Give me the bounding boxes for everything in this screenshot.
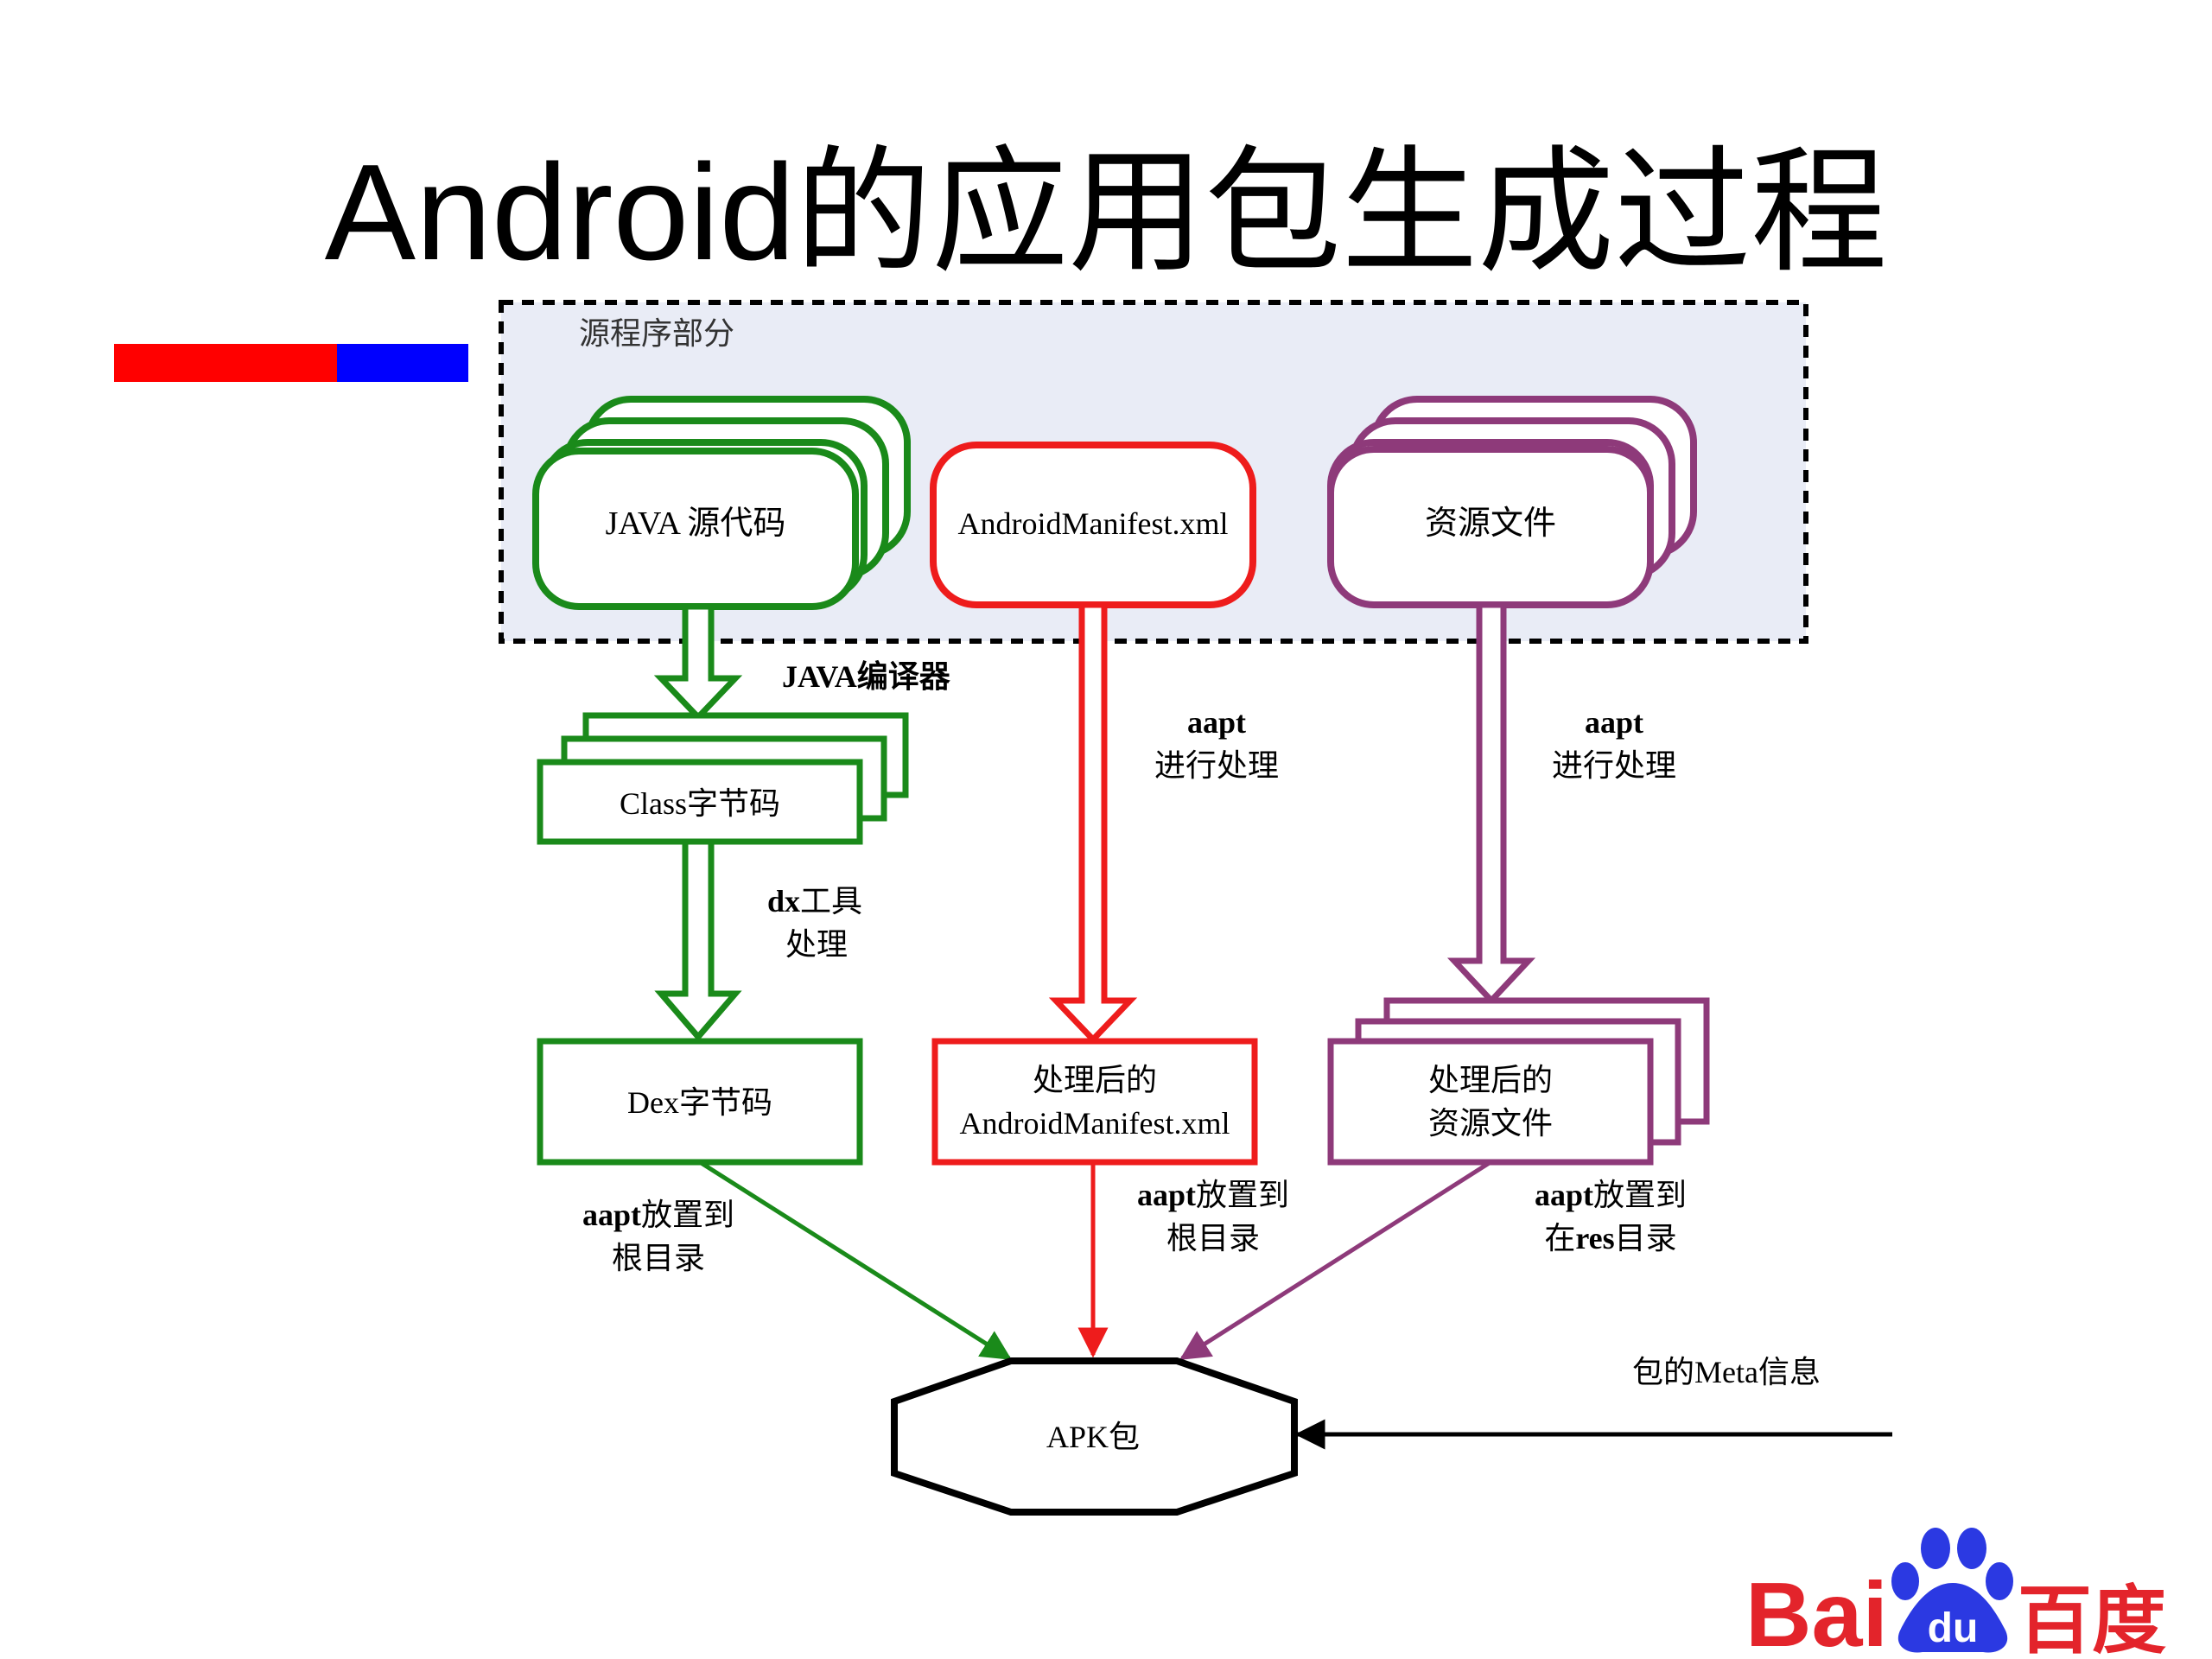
aapt-manifest-label-line1: aapt <box>1187 705 1246 740</box>
aapt-manifest-label-line2: 进行处理 <box>1154 748 1279 783</box>
manifest-to-apk-label-line2: 根目录 <box>1166 1221 1260 1255</box>
processed-manifest-node: 处理后的 AndroidManifest.xml <box>931 1038 1258 1166</box>
arrow-dex-to-apk <box>698 1160 1012 1361</box>
resources-label: 资源文件 <box>1425 505 1556 542</box>
apk-label: APK包 <box>1046 1420 1140 1454</box>
manifest-label: AndroidManifest.xml <box>958 506 1229 541</box>
arrow-java-compiler <box>653 603 743 722</box>
aapt-resources-label-line1: aapt <box>1585 705 1643 740</box>
arrow-dx-tool <box>654 838 742 1042</box>
class-bytecode-node: Class字节码 <box>537 712 909 845</box>
manifest-node: AndroidManifest.xml <box>930 442 1256 608</box>
arrow-res-to-apk <box>1179 1160 1492 1361</box>
baidu-logo-text-left: Bai <box>1745 1564 1888 1659</box>
baidu-logo: Bai du 百度 <box>1745 1528 2166 1659</box>
paw-icon: du <box>1891 1528 2013 1653</box>
dex-to-apk-label-line2: 根目录 <box>612 1241 705 1275</box>
class-bytecode-label: Class字节码 <box>620 786 780 821</box>
resources-node: 资源文件 <box>1327 396 1697 608</box>
processed-resources-line2: 资源文件 <box>1428 1106 1553 1141</box>
arrow-aapt-resources <box>1446 601 1536 1006</box>
dx-tool-label-line2: 处理 <box>785 927 848 962</box>
java-compiler-label: JAVA编译器 <box>782 659 951 694</box>
dex-bytecode-label: Dex字节码 <box>627 1085 772 1120</box>
processed-resources-node: 处理后的 资源文件 <box>1327 997 1710 1166</box>
res-to-apk-label-line1: aapt放置到 <box>1535 1178 1687 1212</box>
processed-manifest-line2: AndroidManifest.xml <box>960 1106 1230 1141</box>
res-to-apk-label-line2: 在res目录 <box>1544 1221 1676 1255</box>
processed-resources-line1: 处理后的 <box>1428 1063 1553 1097</box>
source-group-label: 源程序部分 <box>579 316 734 351</box>
accent-bar-blue <box>337 344 468 382</box>
java-source-label: JAVA 源代码 <box>606 505 786 542</box>
apk-node: APK包 <box>891 1357 1298 1516</box>
baidu-logo-text-right: 百度 <box>2018 1580 2166 1659</box>
aapt-resources-label-line2: 进行处理 <box>1552 748 1676 783</box>
baidu-logo-paw-text: du <box>1928 1605 1979 1651</box>
java-source-node: JAVA 源代码 <box>532 396 911 610</box>
accent-bar-red <box>114 344 337 382</box>
meta-info-label: 包的Meta信息 <box>1632 1355 1821 1389</box>
page-title: Android的应用包生成过程 <box>325 137 1888 289</box>
manifest-to-apk-label-line1: aapt放置到 <box>1137 1178 1289 1212</box>
dx-tool-label-line1: dx工具 <box>767 884 862 918</box>
processed-manifest-line1: 处理后的 <box>1033 1063 1157 1097</box>
arrow-aapt-manifest <box>1048 601 1138 1045</box>
dex-bytecode-node: Dex字节码 <box>537 1038 863 1166</box>
dex-to-apk-label-line1: aapt放置到 <box>582 1198 734 1232</box>
